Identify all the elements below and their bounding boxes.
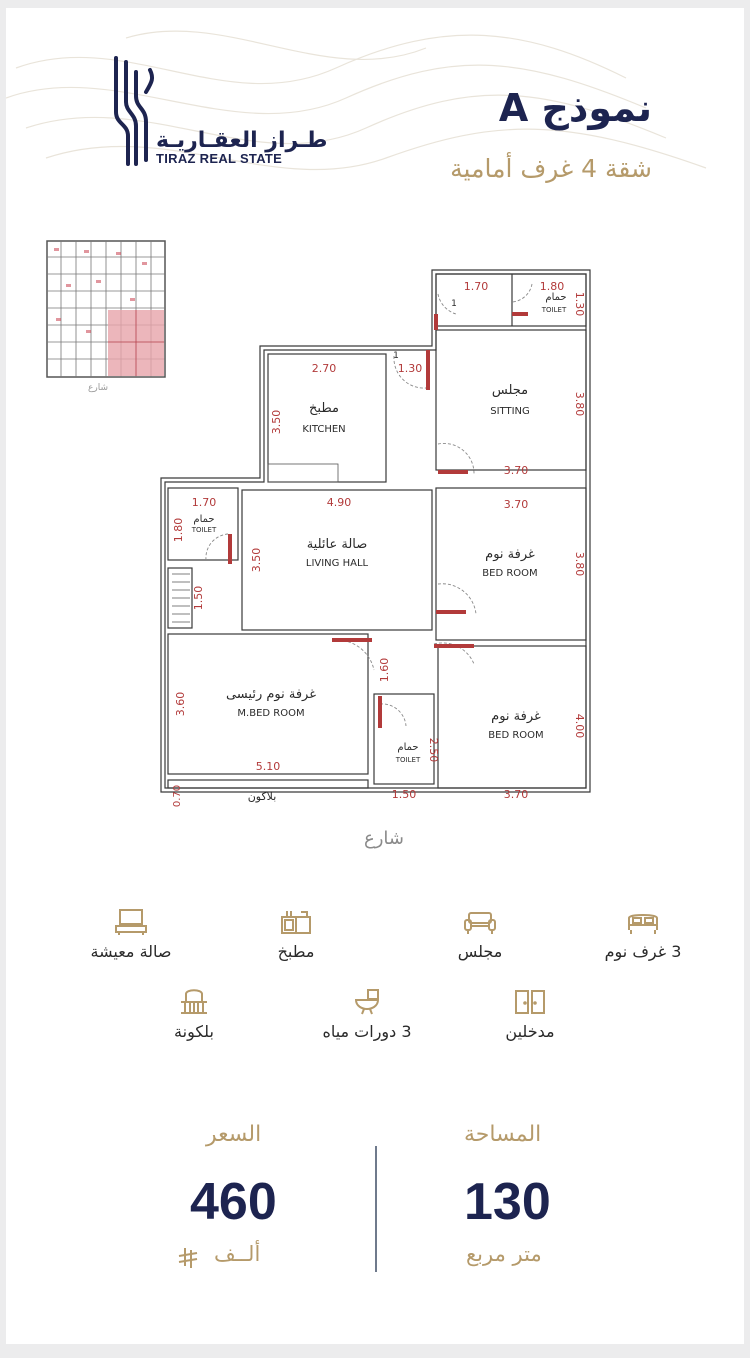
dim-left-toilet-w: 1.70 [192,496,217,509]
building-keymap [46,240,166,378]
background-waves [6,30,707,171]
living-label-ar: صالة عائلية [307,537,368,552]
feature-sitting: مجلس [430,908,530,961]
dim-bed2-h: 4.00 [573,714,586,739]
toilet-mid-label-en: TOILET [395,756,421,764]
sofa-icon [464,912,496,934]
dim-balcony-h: 0.70 [172,785,183,807]
master-label-en: M.BED ROOM [237,708,304,719]
feature-bathrooms: 3 دورات مياه [302,988,432,1041]
feature-kitchen: مطبخ [246,908,346,961]
model-title: نموذج A [498,86,652,130]
dim-top-toilet-w1: 1.70 [464,280,489,293]
living-label-en: LIVING HALL [306,558,369,569]
price-unit: ألــف [214,1242,261,1266]
price-value: 460 [190,1173,277,1231]
dim-top-toilet-w2: 1.80 [540,280,565,293]
kitchen-label-en: KITCHEN [302,424,345,435]
feature-balcony-label: بلكونة [174,1022,214,1041]
feature-bedrooms-label: 3 غرف نوم [604,942,682,961]
feature-bedrooms: 3 غرف نوم [588,908,698,961]
feature-entrances: مدخلين [480,988,580,1041]
dim-living-w: 4.90 [327,496,352,509]
dim-corridor-h: 1.60 [378,658,391,683]
dim-master-w: 5.10 [256,760,281,773]
feature-living: صالة معيشة [66,908,196,961]
balcony-icon [181,989,207,1014]
bed2-label-en: BED ROOM [488,730,543,741]
toilet-mid-label-ar: حمام [397,742,418,753]
dim-entry-w: 1.30 [398,362,423,375]
dim-sitting-h: 3.80 [573,392,586,417]
bed2-label-ar: غرفة نوم [491,709,541,724]
floor-plan: مطبخ KITCHEN مجلس SITTING صالة عائلية LI… [160,269,591,849]
toilet-icon [354,989,380,1015]
toilet-top-label-ar: حمام [545,292,566,303]
riyal-symbol-icon [178,1248,198,1268]
toilet-left-label-ar: حمام [193,514,214,525]
feature-bathrooms-label: 3 دورات مياه [322,1022,412,1041]
dim-bed2-w: 3.70 [504,788,529,801]
dim-bed1-w: 3.70 [504,498,529,511]
price-label: السعر [206,1122,262,1147]
dim-mid-toilet-h: 2.50 [427,738,440,763]
bed-icon [628,914,658,934]
door-number-b: 1 [393,351,399,361]
dim-top-toilet-h: 1.30 [573,292,586,317]
dim-mid-toilet-w: 1.50 [392,788,417,801]
brand-name-ar: طـراز العقـاريـة [156,128,328,153]
feature-sitting-label: مجلس [457,942,503,961]
brochure-page: طـراز العقـاريـة TIRAZ REAL STATE نموذج … [6,8,744,1344]
dim-master-h: 3.60 [174,692,187,717]
area-unit: متر مربع [466,1242,542,1266]
dim-left-toilet-h: 1.80 [172,518,185,543]
master-label-ar: غرفة نوم رئيسى [226,687,316,702]
tiraz-logo-mark [114,56,155,166]
feature-balcony: بلكونة [144,988,244,1041]
dim-bed1-h: 3.80 [573,552,586,577]
sitting-label-en: SITTING [490,406,530,417]
balcony-label-ar: بلاكون [248,790,277,803]
tv-icon [115,909,147,935]
bed1-label-ar: غرفة نوم [485,547,535,562]
bed1-label-en: BED ROOM [482,568,537,579]
feature-living-label: صالة معيشة [90,942,172,961]
feature-kitchen-label: مطبخ [277,942,315,961]
toilet-top-label-en: TOILET [541,306,567,314]
dim-kitchen-h: 3.50 [270,410,283,435]
area-label: المساحة [464,1122,542,1147]
brand-name-en: TIRAZ REAL STATE [156,151,283,166]
feature-entrances-label: مدخلين [505,1022,555,1041]
dim-stair-h: 1.50 [192,586,205,611]
sitting-label-ar: مجلس [492,383,528,398]
dim-sitting-w: 3.70 [504,464,529,477]
kitchen-label-ar: مطبخ [309,401,339,416]
area-value: 130 [464,1173,551,1231]
dim-living-h: 3.50 [250,548,263,573]
dim-kitchen-w: 2.70 [312,362,337,375]
kitchen-icon [281,911,311,934]
stats-divider [375,1146,377,1272]
doors-icon [515,990,545,1014]
plan-street-label: شارع [364,828,404,849]
door-number-a: 1 [451,299,457,309]
toilet-left-label-en: TOILET [191,526,217,534]
keymap-street-label: شارع [88,383,108,393]
model-subtitle: شقة 4 غرف أمامية [450,154,652,183]
